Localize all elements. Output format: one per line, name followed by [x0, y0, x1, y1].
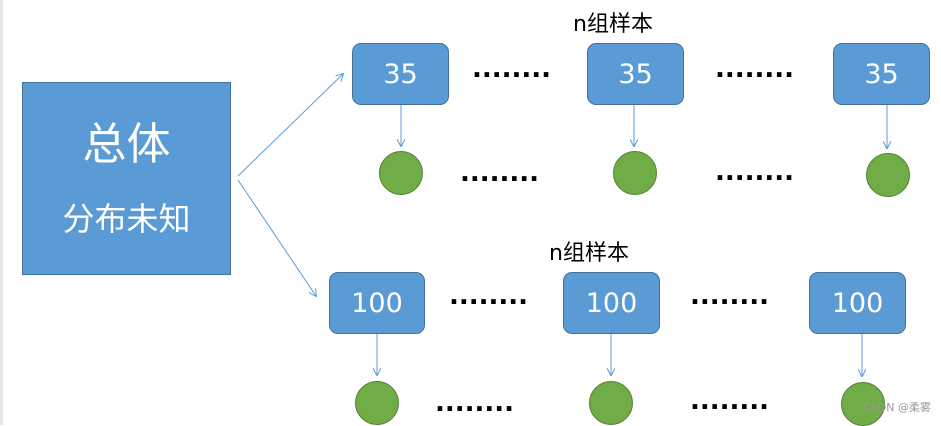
ellipsis: ........	[690, 386, 770, 416]
population-box: 总体 分布未知	[22, 82, 231, 275]
group-label: n组样本	[573, 12, 653, 37]
sample-box-100: 100	[563, 272, 660, 334]
group-label: n组样本	[549, 241, 629, 266]
ellipsis: ........	[715, 157, 795, 187]
sample-circle	[355, 381, 399, 425]
arrow-to-group-100	[237, 179, 316, 296]
ellipsis: ........	[472, 54, 552, 84]
ellipsis: ........	[690, 281, 770, 311]
sample-box-35: 35	[587, 43, 684, 105]
population-title: 总体	[82, 119, 171, 170]
sample-circle	[841, 382, 885, 426]
ellipsis: ........	[449, 281, 529, 311]
ellipsis: ........	[460, 158, 540, 188]
ellipsis: ........	[435, 388, 515, 418]
ellipsis: ........	[715, 54, 795, 84]
sample-circle	[589, 381, 633, 425]
sample-circle	[379, 151, 423, 195]
sample-circle	[613, 151, 657, 195]
population-subtitle: 分布未知	[62, 200, 191, 238]
sample-box-100: 100	[809, 272, 906, 334]
arrow-to-group-35	[237, 74, 343, 177]
watermark: CSDN @柔雾	[863, 401, 931, 414]
sample-box-100: 100	[329, 272, 425, 334]
sample-box-35: 35	[352, 43, 449, 105]
sample-circle	[866, 153, 910, 197]
left-edge-line	[0, 0, 3, 425]
sample-box-35: 35	[833, 43, 930, 105]
